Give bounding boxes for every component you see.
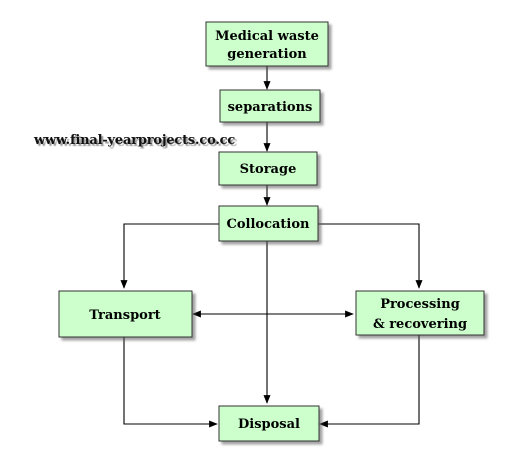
node-label-line: & recovering — [373, 317, 467, 332]
node-collocation: Collocation — [218, 205, 319, 242]
node-label-line: Storage — [240, 162, 297, 177]
edge-processing-disposal — [319, 335, 420, 428]
node-label-line: Transport — [89, 308, 160, 323]
node-processing-recovering: Processing & recovering — [355, 290, 485, 336]
watermark-url: www.final-yearprojects.co.cc — [34, 133, 236, 148]
node-storage: Storage — [218, 151, 318, 186]
node-medical-waste-generation: Medical waste generation — [205, 21, 329, 67]
node-label-line: generation — [227, 47, 307, 62]
node-disposal: Disposal — [218, 405, 320, 442]
node-label-line: Processing — [380, 297, 460, 312]
edge-collocation-processing — [318, 223, 423, 289]
node-label-line: Disposal — [238, 417, 300, 432]
edges — [120, 66, 423, 428]
node-separations: separations — [219, 89, 321, 123]
edge-transport-disposal — [123, 337, 218, 428]
node-transport: Transport — [58, 290, 193, 338]
edge-collocation-transport — [120, 223, 219, 289]
node-label-line: Collocation — [227, 217, 311, 232]
node-label-line: separations — [228, 100, 313, 115]
node-label-line: Medical waste — [215, 29, 319, 44]
